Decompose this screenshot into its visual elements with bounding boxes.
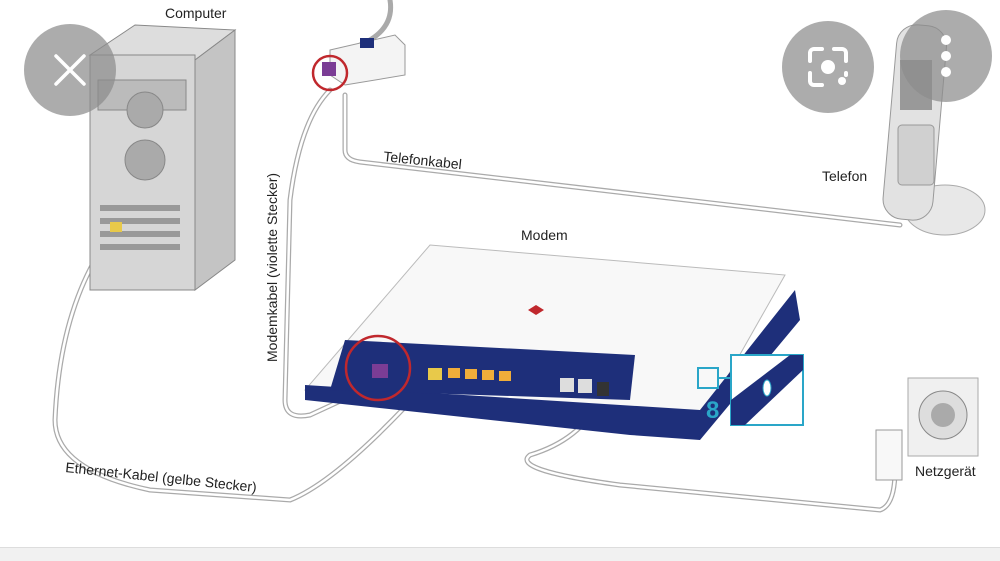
label-netzgeraet: Netzgerät [915, 463, 976, 479]
power-adapter [875, 429, 903, 481]
callout-number: 8 [706, 397, 719, 424]
bottom-bar [0, 547, 1000, 561]
yellow-plug [110, 222, 122, 232]
more-vertical-icon [941, 35, 951, 77]
splitter [311, 34, 406, 92]
close-button[interactable] [24, 24, 116, 116]
label-modem: Modem [521, 227, 568, 243]
google-lens-icon [808, 47, 848, 87]
power-button-callout: 8 [697, 354, 804, 426]
violet-plug [322, 62, 336, 76]
more-options-button[interactable] [900, 10, 992, 102]
connection-diagram: 8 Computer Telefonkabel Telefon Modem Mo… [52, 0, 986, 513]
computer-tower [88, 24, 237, 291]
highlight-circle [344, 334, 412, 402]
lens-button[interactable] [782, 21, 874, 113]
label-modemkabel: Modemkabel (violette Stecker) [264, 173, 280, 362]
label-computer: Computer [165, 5, 227, 21]
modem [303, 244, 800, 440]
close-icon [54, 54, 86, 86]
wall-socket [907, 377, 979, 457]
highlight-circle [311, 54, 349, 92]
label-telefon: Telefon [822, 168, 867, 184]
